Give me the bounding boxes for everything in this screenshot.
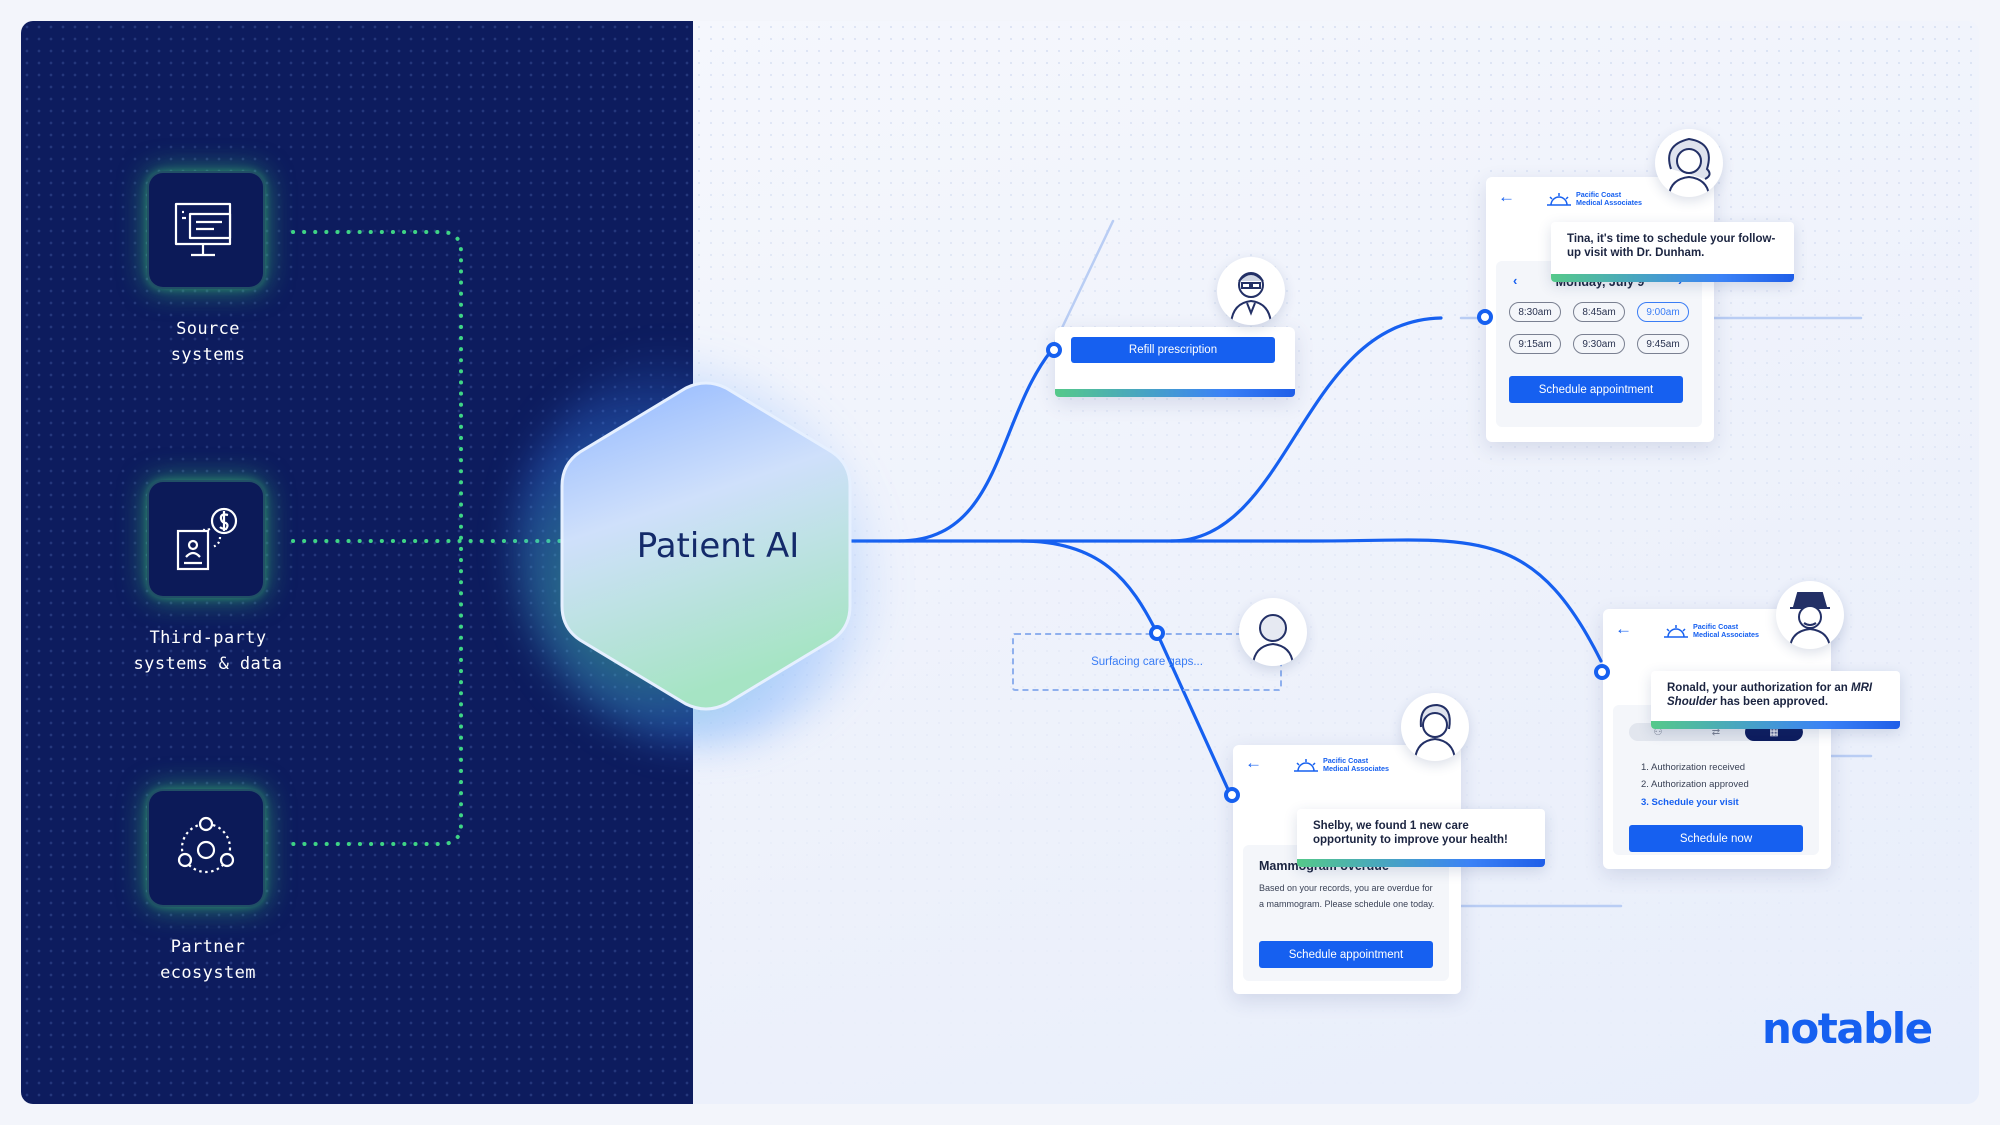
time-slot[interactable]: 9:15am [1509, 334, 1561, 354]
authorization-message: Ronald, your authorization for an MRI Sh… [1667, 682, 1873, 708]
back-arrow-icon[interactable]: ← [1615, 619, 1632, 638]
step-2: 2. Authorization approved [1641, 779, 1749, 790]
user-icon[interactable]: ⚇ [1653, 726, 1663, 738]
patient-journey-panel [693, 21, 1979, 1104]
schedule-appointment-button[interactable]: Schedule appointment [1509, 376, 1683, 403]
step-1: 1. Authorization received [1641, 762, 1746, 773]
third-party-tile [147, 480, 265, 598]
partner-ecosystem-tile [147, 789, 265, 907]
time-slot[interactable]: 8:30am [1509, 302, 1561, 322]
time-slot[interactable]: 9:45am [1637, 334, 1689, 354]
source-systems-label: Source systems [170, 319, 246, 365]
diagram-frame: Source systems Third-party systems & dat… [21, 21, 1979, 1104]
node-authorization [1594, 664, 1610, 680]
refill-card: Refill prescription [1055, 327, 1295, 397]
branch-caregaps [1019, 539, 1159, 635]
node-refill [1046, 342, 1062, 358]
time-slot-selected[interactable]: 9:00am [1637, 302, 1689, 322]
handshake-icon[interactable]: ⇄ [1711, 726, 1721, 738]
patient-avatar-tina [1655, 129, 1723, 197]
time-slot[interactable]: 8:45am [1573, 302, 1625, 322]
sun-logo-icon [1664, 624, 1688, 638]
clinic-logo: Pacific Coast Medical Associates [1663, 623, 1773, 638]
scheduling-message-bubble: Tina, it's time to schedule your follow-… [1551, 222, 1794, 282]
hexagon-shape [560, 381, 852, 711]
main-trunk [839, 538, 1603, 663]
back-arrow-icon[interactable]: ← [1245, 753, 1262, 772]
brand-logo: notable [1762, 1004, 1933, 1053]
patient-ai-hub: Patient AI [516, 346, 896, 746]
prev-day-icon[interactable]: ‹ [1513, 273, 1518, 288]
time-slot[interactable]: 9:30am [1573, 334, 1625, 354]
refill-prescription-button[interactable]: Refill prescription [1071, 337, 1275, 363]
mammogram-card: ← Pacific Coast Medical Associates Mammo… [1233, 745, 1461, 994]
source-systems-tile [147, 171, 265, 289]
branch-mammogram [1155, 631, 1233, 798]
step-3[interactable]: 3. Schedule your visit [1641, 797, 1739, 808]
sun-logo-icon [1294, 758, 1318, 772]
clinic-name: Pacific Coast Medical Associates [1576, 190, 1643, 207]
scheduling-card: ← Pacific Coast Medical Associates ‹ Mon… [1486, 177, 1714, 442]
scheduling-message: Tina, it's time to schedule your follow-… [1567, 233, 1776, 259]
patient-avatar-shelby [1401, 693, 1469, 761]
patient-avatar-ronald [1776, 581, 1844, 649]
node-schedule [1477, 309, 1493, 325]
hub-title: Patient AI [636, 526, 800, 566]
monitor-icon [174, 202, 232, 257]
patient-avatar-shelby-small [1239, 598, 1307, 666]
clinic-logo: Pacific Coast Medical Associates [1546, 191, 1656, 206]
care-gaps-status: Surfacing care gaps... [1091, 656, 1203, 668]
mammogram-message: Shelby, we found 1 new care opportunity … [1313, 820, 1508, 846]
branch-schedule [1169, 316, 1443, 543]
clinic-name: Pacific Coast Medical Associates [1693, 622, 1760, 639]
network-icon [177, 816, 235, 874]
schedule-appointment-button[interactable]: Schedule appointment [1259, 941, 1433, 968]
authorization-card: ← Pacific Coast Medical Associates ⚇ ⇄ ▦… [1603, 609, 1831, 869]
partner-ecosystem-label: Partner ecosystem [160, 937, 256, 983]
third-party-label: Third-party systems & data [133, 628, 283, 674]
document-payment-icon [176, 507, 238, 571]
schedule-now-button[interactable]: Schedule now [1629, 825, 1803, 852]
mammogram-message-bubble: Shelby, we found 1 new care opportunity … [1297, 809, 1545, 867]
clinic-logo: Pacific Coast Medical Associates [1293, 757, 1403, 772]
clinic-name: Pacific Coast Medical Associates [1323, 756, 1390, 773]
authorization-message-bubble: Ronald, your authorization for an MRI Sh… [1651, 671, 1900, 729]
sun-logo-icon [1547, 192, 1571, 206]
back-arrow-icon[interactable]: ← [1498, 187, 1515, 206]
mammogram-body: Based on your records, you are overdue f… [1259, 883, 1435, 909]
source-connector [291, 230, 463, 846]
node-mammogram [1224, 787, 1240, 803]
doctor-avatar [1217, 257, 1285, 325]
branch-refill [897, 349, 1053, 543]
node-care-gaps [1149, 625, 1165, 641]
